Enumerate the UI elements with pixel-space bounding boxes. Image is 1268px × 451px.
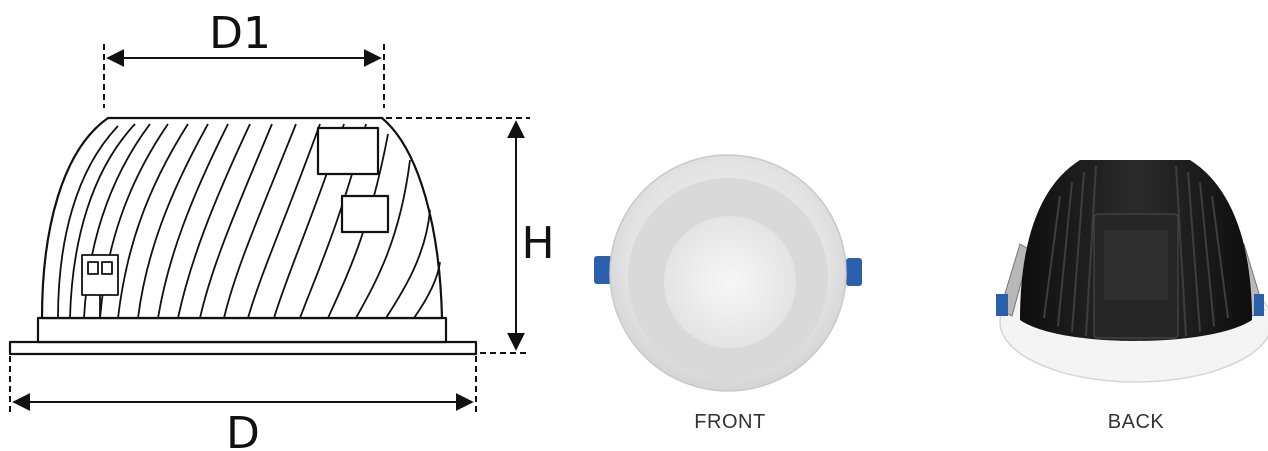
d-label: D (226, 408, 260, 451)
front-diffuser (664, 216, 796, 348)
dimension-h (386, 117, 530, 354)
dimension-d (9, 356, 477, 412)
back-clip-right-blue (1254, 294, 1264, 316)
terminal-block (81, 254, 119, 318)
collar (36, 316, 448, 344)
label-plate-top (316, 126, 380, 176)
base-flange (8, 340, 478, 356)
back-fins (1043, 165, 1229, 337)
d1-label: D1 (209, 8, 271, 59)
back-driver-panel (1104, 230, 1168, 300)
clip-left (594, 256, 612, 284)
front-view (594, 154, 862, 392)
side-drawing (8, 116, 478, 356)
h-label: H (521, 218, 554, 269)
back-view (996, 160, 1268, 383)
back-label: BACK (1108, 411, 1165, 433)
back-clip-left-blue (996, 294, 1008, 316)
dimension-d1 (103, 44, 385, 108)
label-plate-mid (340, 194, 390, 234)
front-label: FRONT (694, 411, 765, 433)
heatsink-fins (57, 123, 441, 319)
clip-right (846, 258, 862, 286)
